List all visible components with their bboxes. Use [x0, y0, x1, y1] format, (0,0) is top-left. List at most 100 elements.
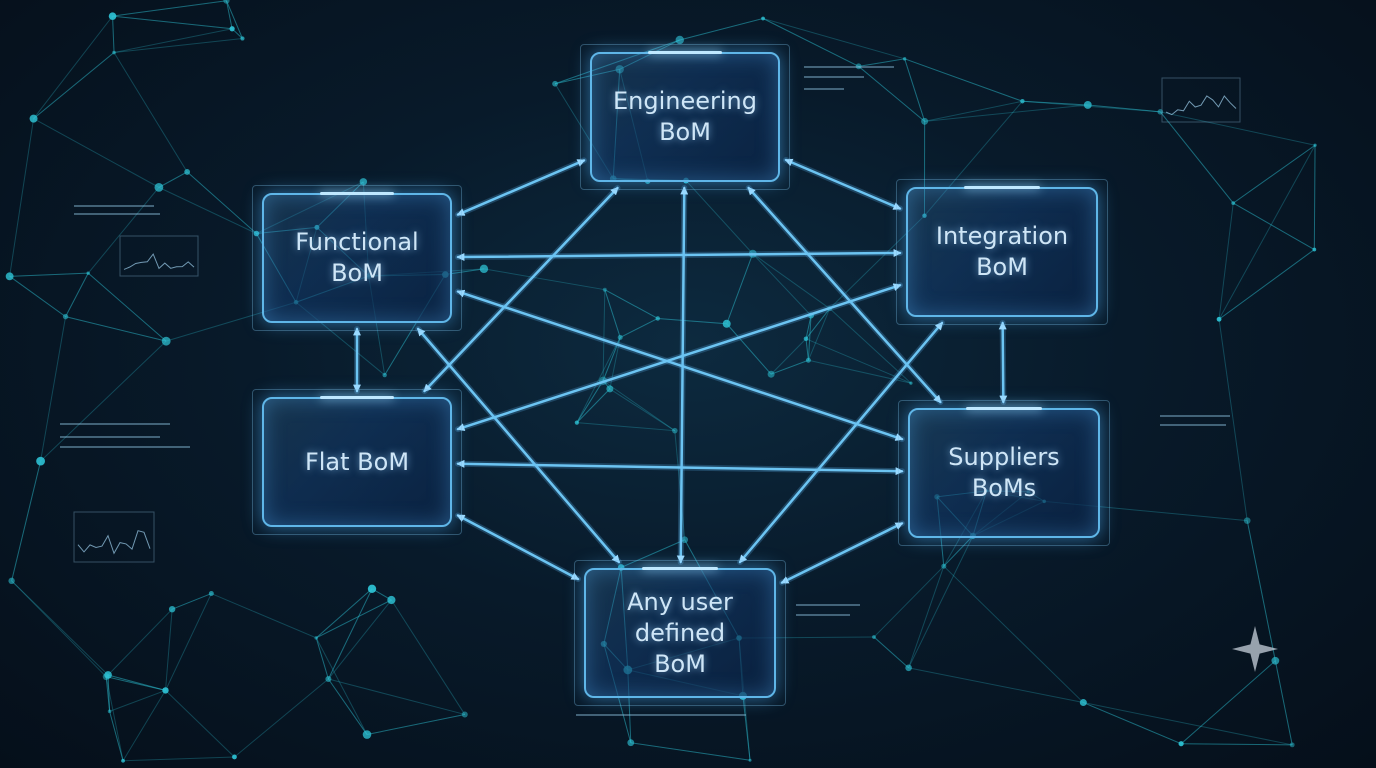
network-dot — [905, 664, 912, 672]
network-line — [1274, 660, 1293, 745]
network-line — [11, 460, 42, 581]
network-line — [105, 676, 111, 712]
mini-chart-line — [77, 530, 151, 555]
network-dot — [461, 711, 468, 718]
network-line — [1218, 203, 1234, 320]
network-line — [315, 637, 329, 680]
network-line — [904, 58, 1023, 102]
network-line — [908, 535, 974, 669]
network-line — [908, 667, 1084, 704]
network-line — [1313, 145, 1316, 250]
network-line — [113, 52, 188, 173]
decorative-text-line — [1160, 415, 1230, 417]
network-line — [11, 460, 42, 581]
network-line — [107, 674, 111, 712]
network-line — [742, 695, 751, 761]
decorative-text-line — [74, 205, 154, 207]
network-line — [762, 18, 905, 60]
flat-bom-node: Flat BoM — [252, 389, 462, 535]
functional-bom-label: Functional BoM — [295, 228, 419, 287]
network-dot — [675, 35, 684, 45]
network-line — [87, 272, 167, 342]
bidirectional-arrow-suppliers-any — [780, 522, 904, 584]
network-line — [620, 539, 685, 568]
network-line — [1232, 144, 1316, 204]
network-line — [107, 608, 173, 676]
network-line — [1218, 145, 1316, 320]
decorative-text-line — [804, 66, 894, 68]
network-line — [87, 272, 167, 342]
network-line — [366, 713, 465, 736]
network-line — [1180, 660, 1276, 745]
integration-bom-label: Integration BoM — [935, 222, 1069, 281]
network-line — [112, 15, 233, 30]
network-line — [11, 580, 107, 678]
network-line — [158, 186, 257, 234]
network-line — [9, 275, 66, 318]
network-dot — [872, 635, 876, 639]
network-line — [123, 756, 235, 762]
network-line — [87, 187, 160, 274]
network-dot — [941, 563, 947, 569]
mini-chart-line — [123, 253, 195, 270]
network-line — [113, 37, 243, 54]
network-line — [873, 636, 909, 669]
network-dot — [902, 57, 907, 61]
bidirectional-arrow-integration-flat — [456, 283, 902, 431]
network-line — [327, 588, 373, 680]
functional-bom-node: Functional BoM — [252, 185, 462, 331]
mini-chart-line — [1165, 95, 1237, 116]
network-line — [943, 535, 974, 567]
network-dot — [112, 50, 116, 55]
network-dot — [1231, 201, 1236, 206]
decorative-text-line — [796, 604, 860, 606]
network-dot — [1157, 109, 1164, 115]
network-line — [1087, 104, 1161, 113]
engineering-bom-node: Engineering BoM — [580, 44, 790, 190]
network-line — [366, 713, 465, 736]
network-line — [1232, 144, 1316, 204]
network-line — [9, 118, 35, 277]
network-line — [109, 711, 124, 761]
integration-bom-node: Integration BoM — [896, 179, 1108, 325]
network-dot — [29, 114, 38, 123]
network-dot — [1083, 101, 1092, 109]
network-dot — [86, 271, 90, 275]
network-line — [122, 690, 166, 762]
decorative-text-line — [74, 213, 160, 215]
decorative-text-line — [1160, 424, 1226, 426]
network-line — [165, 690, 235, 758]
network-line — [226, 0, 243, 39]
network-line — [211, 593, 317, 639]
network-line — [1181, 743, 1293, 746]
network-dot — [5, 272, 14, 281]
network-line — [9, 272, 89, 277]
network-line — [327, 678, 368, 735]
network-line — [165, 609, 173, 691]
decorative-text-line — [60, 423, 170, 425]
network-line — [1313, 145, 1316, 250]
network-line — [762, 18, 859, 67]
network-line — [40, 340, 167, 462]
network-dot — [1312, 247, 1317, 252]
network-dot — [223, 0, 230, 4]
network-line — [40, 316, 67, 462]
network-dot — [208, 591, 214, 597]
network-line — [112, 0, 227, 17]
network-line — [315, 637, 368, 735]
network-dot — [382, 372, 387, 378]
bidirectional-arrow-engineering-integration — [784, 158, 902, 210]
any-user-defined-bom-node: Any user defined BoM — [574, 560, 786, 706]
bidirectional-arrow-flat-suppliers — [456, 459, 904, 476]
network-line — [1246, 520, 1276, 661]
network-line — [65, 316, 167, 342]
network-dot — [387, 595, 396, 605]
network-line — [943, 565, 1084, 703]
network-line — [112, 16, 115, 53]
mini-chart-frame — [73, 511, 155, 563]
network-dot — [253, 230, 260, 237]
network-line — [165, 593, 212, 691]
network-line — [908, 566, 945, 669]
network-line — [1083, 702, 1182, 745]
